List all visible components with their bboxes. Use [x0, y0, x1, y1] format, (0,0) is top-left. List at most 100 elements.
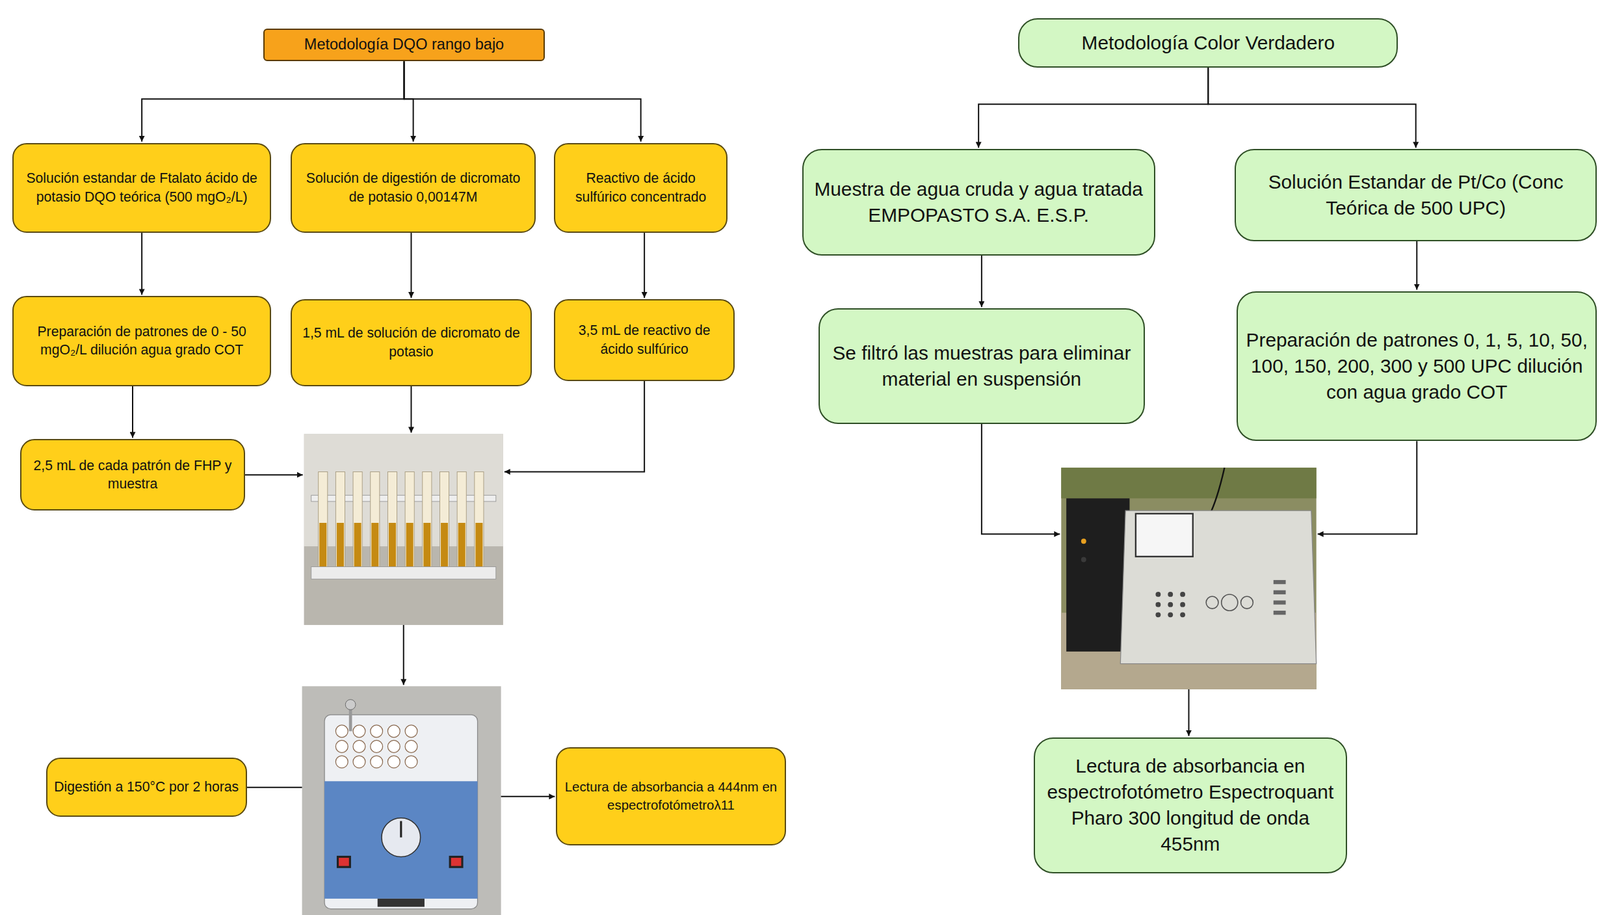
node-text: 1,5 mL de solución de dicromato de potas… — [298, 323, 524, 361]
process-box: 1,5 mL de solución de dicromato de potas… — [290, 299, 532, 386]
text-group: Lectura de absorbancia a 444nm en espect… — [563, 778, 778, 814]
tubes-photo-part-part — [439, 471, 449, 574]
node-text: Digestión a 150°C por 2 horas — [53, 777, 239, 797]
leader-arrow — [410, 386, 412, 433]
digester-photo-part-part — [353, 739, 366, 753]
tubes-photo-part-part — [475, 522, 483, 572]
tubes-photo — [304, 433, 504, 625]
tubes-photo-part-part — [422, 471, 432, 574]
node-text: Solución de digestión de dicromato de po… — [298, 169, 528, 207]
digester-photo-part-part — [405, 755, 418, 768]
tubes-photo-part-part — [354, 522, 362, 572]
process-box: Se filtró las muestras para eliminar mat… — [818, 308, 1145, 424]
digester-photo-part-part — [353, 724, 366, 738]
text-group: Reactivo de ácido sulfúrico concentrado — [561, 169, 720, 207]
digester-photo-part — [381, 817, 421, 857]
spectrophotometer-photo-part-part — [1180, 602, 1186, 608]
process-box: Metodología Color Verdadero — [1018, 18, 1398, 67]
digester-photo-part-part — [387, 755, 400, 768]
tubes-photo-part-part — [353, 471, 363, 574]
tubes-photo-part-part — [440, 522, 448, 572]
process-box: Solución Estandar de Pt/Co (Conc Teórica… — [1234, 148, 1597, 241]
connector-arrow — [141, 61, 404, 142]
tubes-photo-part-part — [387, 471, 397, 574]
tubes-photo-part — [311, 566, 497, 580]
digester-photo-part-part — [370, 739, 383, 753]
process-box: Digestión a 150°C por 2 horas — [46, 757, 248, 817]
spectrophotometer-photo-part-part — [1167, 602, 1173, 608]
digester-photo-part — [399, 821, 402, 838]
spectrophotometer-photo-part — [1209, 467, 1225, 516]
tubes-photo-part-part — [336, 522, 344, 572]
spectrophotometer-photo-part-part — [1155, 591, 1161, 597]
process-box: 3,5 mL de reactivo de ácido sulfúrico — [553, 299, 735, 381]
connector-arrow — [1416, 241, 1418, 290]
leader-line — [247, 786, 303, 788]
node-text: Preparación de patrones 0, 1, 5, 10, 50,… — [1244, 327, 1589, 406]
spectrophotometer-photo-part-part — [1155, 611, 1161, 617]
node-text: Lectura de absorbancia en espectrofotóme… — [1041, 752, 1340, 858]
digester-photo-part — [302, 685, 502, 915]
tubes-photo-part-part — [318, 471, 328, 574]
text-group: Solución estandar de Ftalato ácido de po… — [20, 169, 264, 207]
spectrophotometer-photo-part — [1081, 557, 1087, 563]
digester-photo-part-part — [353, 755, 366, 768]
connector-arrow — [978, 67, 1208, 149]
tubes-photo-part-part — [335, 471, 345, 574]
digester-photo-part-part — [387, 739, 400, 753]
spectrophotometer-photo-part-part — [1180, 611, 1186, 617]
digester-photo-part-part — [387, 724, 400, 738]
digester-photo-part — [449, 855, 464, 868]
node-text: Metodología Color Verdadero — [1081, 29, 1335, 56]
node-text: Se filtró las muestras para eliminar mat… — [826, 340, 1138, 393]
tubes-photo-part — [304, 433, 504, 625]
digester-photo-part — [377, 898, 425, 907]
digester-photo — [302, 685, 502, 915]
spectrophotometer-photo-part-part — [1273, 590, 1286, 595]
spectrophotometer-photo-part-part — [1167, 611, 1173, 617]
process-box: Reactivo de ácido sulfúrico concentrado — [553, 143, 728, 233]
process-box: Solución de digestión de dicromato de po… — [290, 143, 536, 233]
node-text: 2,5 mL de cada patrón de FHP y muestra — [27, 456, 237, 494]
digester-photo-part — [345, 699, 356, 710]
tubes-photo-part — [304, 546, 504, 625]
digester-photo-part-part — [405, 739, 418, 753]
connector-arrow — [131, 386, 134, 439]
text-group: Muestra de agua cruda y agua tratada EMP… — [810, 176, 1148, 229]
node-text: Solución estandar de Ftalato ácido de po… — [20, 169, 264, 207]
text-group: Preparación de patrones 0, 1, 5, 10, 50,… — [1244, 327, 1589, 406]
node-text: Metodología DQO rango bajo — [304, 34, 504, 56]
connector-arrow — [141, 232, 143, 295]
text-group: Solución de digestión de dicromato de po… — [298, 169, 528, 207]
process-box: Solución estandar de Ftalato ácido de po… — [12, 143, 272, 233]
tubes-photo-part-part — [405, 471, 415, 574]
digester-photo-part-part — [370, 724, 383, 738]
text-group: Lectura de absorbancia en espectrofotóme… — [1041, 752, 1340, 858]
leader-arrow — [245, 473, 303, 476]
text-group: Metodología Color Verdadero — [1081, 29, 1335, 56]
spectrophotometer-photo-part-part — [1273, 600, 1286, 604]
connector-arrow — [410, 232, 412, 298]
digester-photo-part — [336, 855, 352, 868]
process-box: 2,5 mL de cada patrón de FHP y muestra — [20, 438, 245, 511]
text-group: 2,5 mL de cada patrón de FHP y muestra — [27, 456, 237, 494]
leader-arrow — [501, 795, 556, 798]
digester-photo-part-part — [370, 755, 383, 768]
tubes-photo-part-part — [457, 471, 467, 574]
leader-arrow — [981, 423, 1060, 535]
leader-arrow — [1187, 689, 1190, 736]
spectrophotometer-photo-part-part — [1155, 602, 1161, 608]
spectrophotometer-photo-part — [1273, 579, 1286, 615]
process-box: Lectura de absorbancia en espectrofotóme… — [1033, 737, 1348, 874]
spectrophotometer-photo-part — [1206, 596, 1219, 609]
digester-photo-part — [338, 857, 350, 866]
digester-photo-part-part — [335, 755, 348, 768]
tubes-photo-part-part — [423, 522, 431, 572]
tubes-photo-part-part — [406, 522, 414, 572]
spectrophotometer-photo — [1061, 467, 1316, 690]
node-text: Preparación de patrones de 0 - 50 mgO₂/L… — [20, 322, 264, 360]
text-group: Solución Estandar de Pt/Co (Conc Teórica… — [1242, 169, 1589, 222]
node-text: Solución Estandar de Pt/Co (Conc Teórica… — [1242, 169, 1589, 222]
tubes-photo-part-part — [388, 522, 396, 572]
node-text: 3,5 mL de reactivo de ácido sulfúrico — [561, 321, 727, 359]
